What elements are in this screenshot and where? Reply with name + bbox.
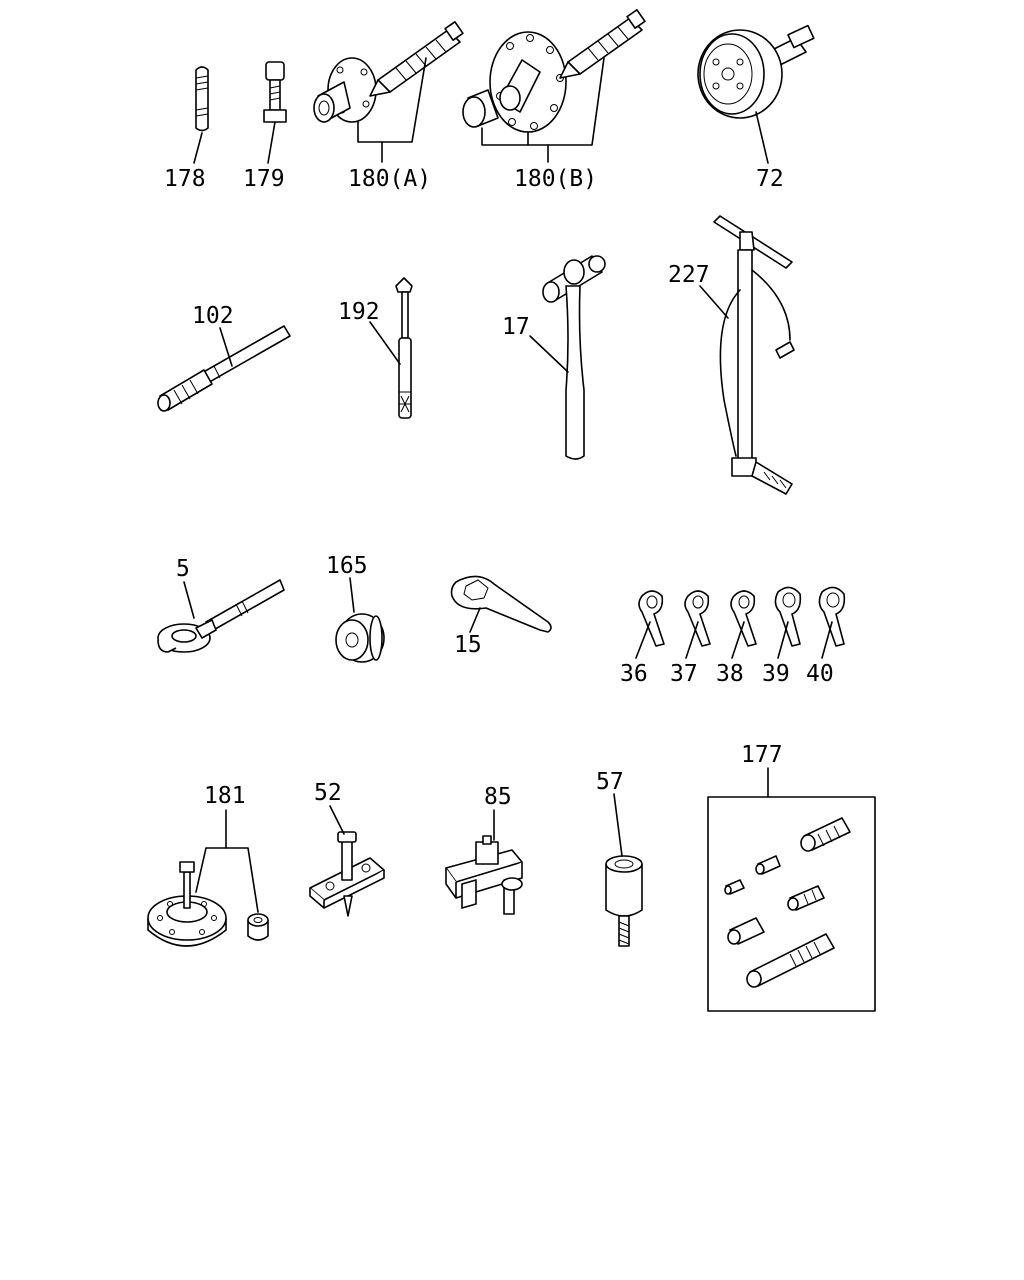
leader-40 xyxy=(821,621,833,659)
part-102-bar-tool xyxy=(157,325,291,412)
part-17-hammer xyxy=(542,255,606,460)
leader-52 xyxy=(329,805,345,835)
label-85: 85 xyxy=(484,784,512,810)
part-192-handle-tool xyxy=(395,277,413,419)
label-177: 177 xyxy=(741,742,783,768)
part-52-puller xyxy=(309,831,385,917)
leader-180b xyxy=(481,57,605,146)
label-17: 17 xyxy=(502,314,530,340)
part-227-pump xyxy=(713,215,795,495)
part-180a-threaded-screw xyxy=(369,21,464,97)
part-5-ring-wrench xyxy=(157,579,285,653)
leader-17 xyxy=(529,335,569,373)
label-227: 227 xyxy=(668,262,710,288)
leader-227 xyxy=(699,285,729,319)
part-15-spanner xyxy=(450,575,552,633)
label-52: 52 xyxy=(314,780,342,806)
leader-165 xyxy=(349,577,355,613)
part-40-ring-key xyxy=(818,586,846,647)
leader-38 xyxy=(731,621,745,659)
label-72: 72 xyxy=(756,166,784,192)
part-179-bolt xyxy=(263,61,287,164)
label-180b: 180(B) xyxy=(514,166,597,192)
part-38-ring-key xyxy=(730,590,757,647)
part-39-ring-key xyxy=(774,586,802,647)
leader-181 xyxy=(195,847,259,913)
label-37: 37 xyxy=(670,661,698,687)
leader-36 xyxy=(635,621,651,659)
leader-192 xyxy=(369,321,401,365)
label-165: 165 xyxy=(326,553,368,579)
part-165-bushing xyxy=(335,613,385,663)
label-15: 15 xyxy=(454,632,482,658)
leader-37 xyxy=(685,621,699,659)
part-181-nut xyxy=(247,913,269,941)
part-180b-plug xyxy=(462,89,499,128)
leader-102 xyxy=(219,327,233,367)
label-180a: 180(A) xyxy=(348,166,431,192)
label-57: 57 xyxy=(596,769,624,795)
part-177-box xyxy=(707,796,876,1012)
part-180a-flange-adapter xyxy=(313,57,377,123)
part-180b-threaded-screw xyxy=(559,9,646,79)
part-85-fixture xyxy=(445,835,523,915)
label-40: 40 xyxy=(806,661,834,687)
part-177-socket-set xyxy=(707,796,876,1012)
label-102: 102 xyxy=(192,303,234,329)
label-181: 181 xyxy=(204,783,246,809)
leader-15 xyxy=(469,607,481,633)
part-57-sleeve xyxy=(605,855,643,947)
part-37-ring-key xyxy=(684,590,711,647)
label-178: 178 xyxy=(164,166,206,192)
part-181-flange-base xyxy=(147,861,227,947)
label-179: 179 xyxy=(243,166,285,192)
label-36: 36 xyxy=(620,661,648,687)
label-38: 38 xyxy=(716,661,744,687)
leader-57 xyxy=(613,793,623,857)
leader-5 xyxy=(183,581,195,619)
leader-180a xyxy=(357,57,427,143)
part-178-stud xyxy=(193,66,209,164)
part-72-pulley xyxy=(697,24,815,119)
leader-72 xyxy=(755,111,769,164)
part-36-ring-key xyxy=(638,590,665,647)
leader-39 xyxy=(777,621,789,659)
label-39: 39 xyxy=(762,661,790,687)
label-5: 5 xyxy=(176,556,190,582)
label-192: 192 xyxy=(338,299,380,325)
part-180b-large-flange xyxy=(489,31,567,133)
